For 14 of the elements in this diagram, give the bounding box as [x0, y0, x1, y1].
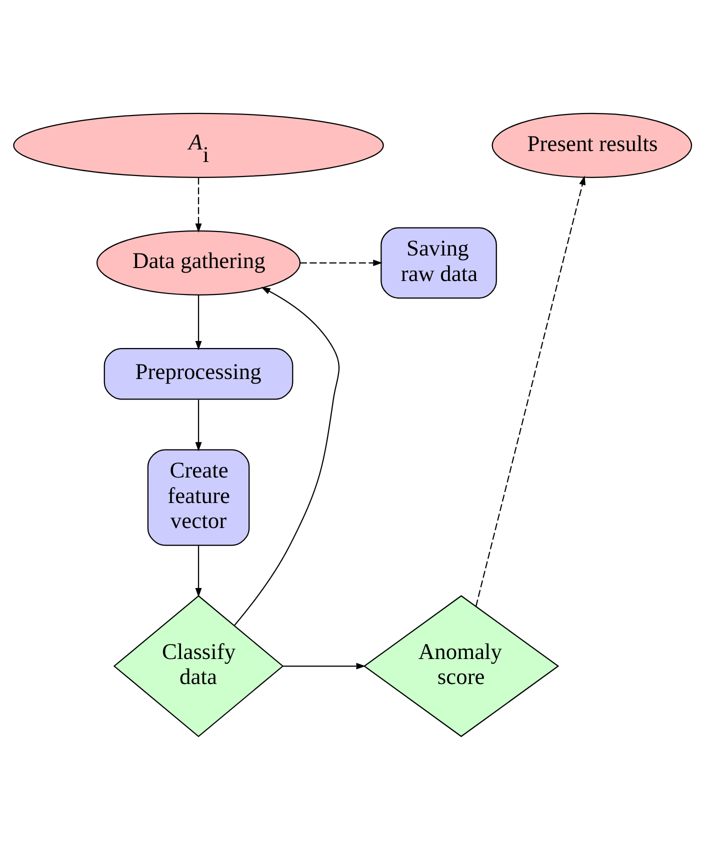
node-diamond: Classify data: [113, 595, 284, 738]
arrow: [195, 295, 202, 350]
arrow: [195, 546, 202, 598]
arrow: [195, 400, 202, 452]
node-box: Saving raw data: [380, 227, 497, 299]
arrow: [283, 662, 366, 670]
node-diamond: Anomaly score: [363, 595, 560, 738]
arrow: [195, 178, 202, 233]
node-box: Preprocessing: [104, 348, 294, 400]
node-box: Create feature vector: [147, 449, 250, 546]
arrow: [300, 260, 382, 266]
node-ellipse: Present results: [492, 112, 692, 178]
arrow: [234, 286, 340, 626]
arrow: [475, 176, 586, 606]
